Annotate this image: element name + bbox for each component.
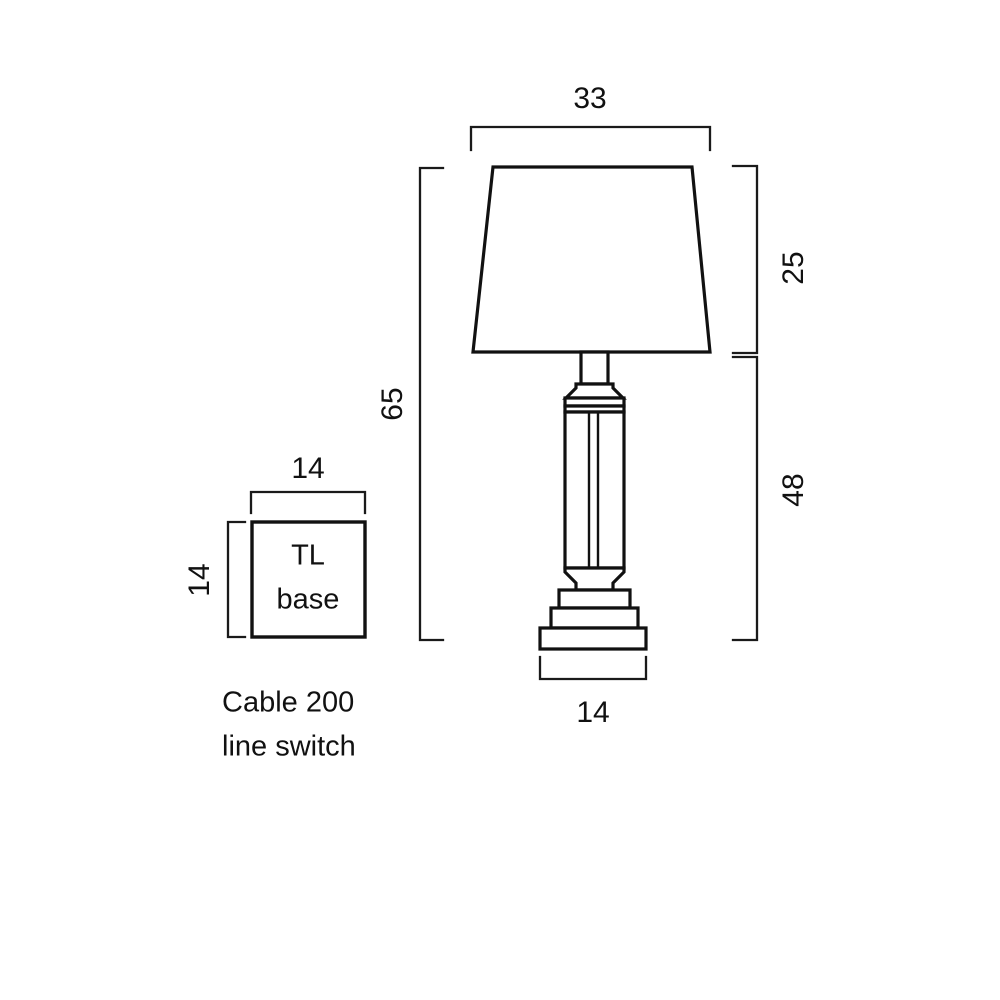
dimension-bracket-total-height: [418, 166, 445, 642]
note-line-switch: line switch: [222, 731, 356, 763]
lamp-base-tier-1: [557, 588, 632, 610]
base-plan-label-line1: TL: [291, 540, 325, 572]
dimension-label-column-height: 48: [777, 473, 810, 506]
dimension-bracket-plan-width: [249, 490, 367, 515]
dimension-label-shade-height: 25: [777, 251, 810, 284]
dimension-bracket-shade-width: [469, 125, 712, 152]
dimension-label-base-width: 14: [576, 696, 609, 729]
dimension-label-plan-depth: 14: [183, 563, 216, 596]
lamp-base-tier-2: [549, 606, 640, 630]
lamp-column-body: [563, 410, 626, 570]
dimension-label-shade-width: 33: [573, 82, 606, 115]
base-plan-label-line2: base: [277, 584, 340, 616]
lamp-neck-tube: [579, 350, 610, 386]
lamp-upper-collar: [562, 382, 627, 400]
note-cable-length: Cable 200: [222, 687, 354, 719]
lamp-shade-shape: [471, 165, 712, 354]
dimension-label-plan-width: 14: [291, 452, 324, 485]
base-plan-square: [250, 520, 367, 639]
dimension-bracket-shade-height: [731, 164, 759, 355]
lamp-lower-collar: [563, 566, 626, 592]
dimension-label-total-height: 65: [376, 387, 409, 420]
lamp-base-plate: [538, 626, 648, 651]
dimension-bracket-column-height: [731, 355, 759, 642]
dimension-bracket-plan-depth: [226, 520, 247, 639]
dimension-bracket-base-width: [538, 655, 648, 681]
